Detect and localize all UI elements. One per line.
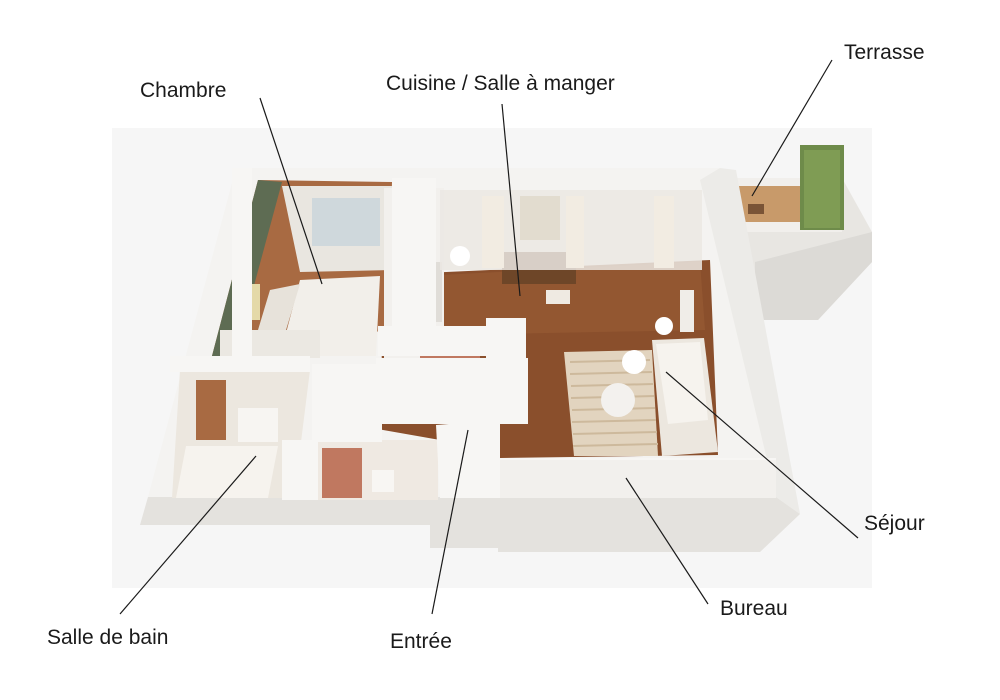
label-salle-de-bain: Salle de bain <box>47 626 169 649</box>
leader-entree <box>431 429 469 615</box>
bathroom-room <box>172 370 310 498</box>
label-sejour: Séjour <box>864 512 925 535</box>
leader-sejour <box>665 371 859 539</box>
bedroom-room <box>212 180 392 358</box>
wc-room <box>316 440 438 500</box>
label-cuisine: Cuisine / Salle à manger <box>386 72 615 95</box>
office-zone <box>500 460 776 498</box>
leader-bureau <box>625 477 709 605</box>
label-entree: Entrée <box>390 630 452 653</box>
label-chambre: Chambre <box>140 79 227 102</box>
terrace-area <box>722 145 872 320</box>
leader-salle-de-bain <box>119 455 257 615</box>
leader-chambre <box>259 97 323 285</box>
living-room <box>564 290 718 456</box>
label-terrasse: Terrasse <box>844 41 925 64</box>
leader-lines <box>119 59 859 615</box>
leader-cuisine <box>501 103 521 297</box>
leader-terrasse <box>751 59 833 197</box>
label-bureau: Bureau <box>720 597 788 620</box>
